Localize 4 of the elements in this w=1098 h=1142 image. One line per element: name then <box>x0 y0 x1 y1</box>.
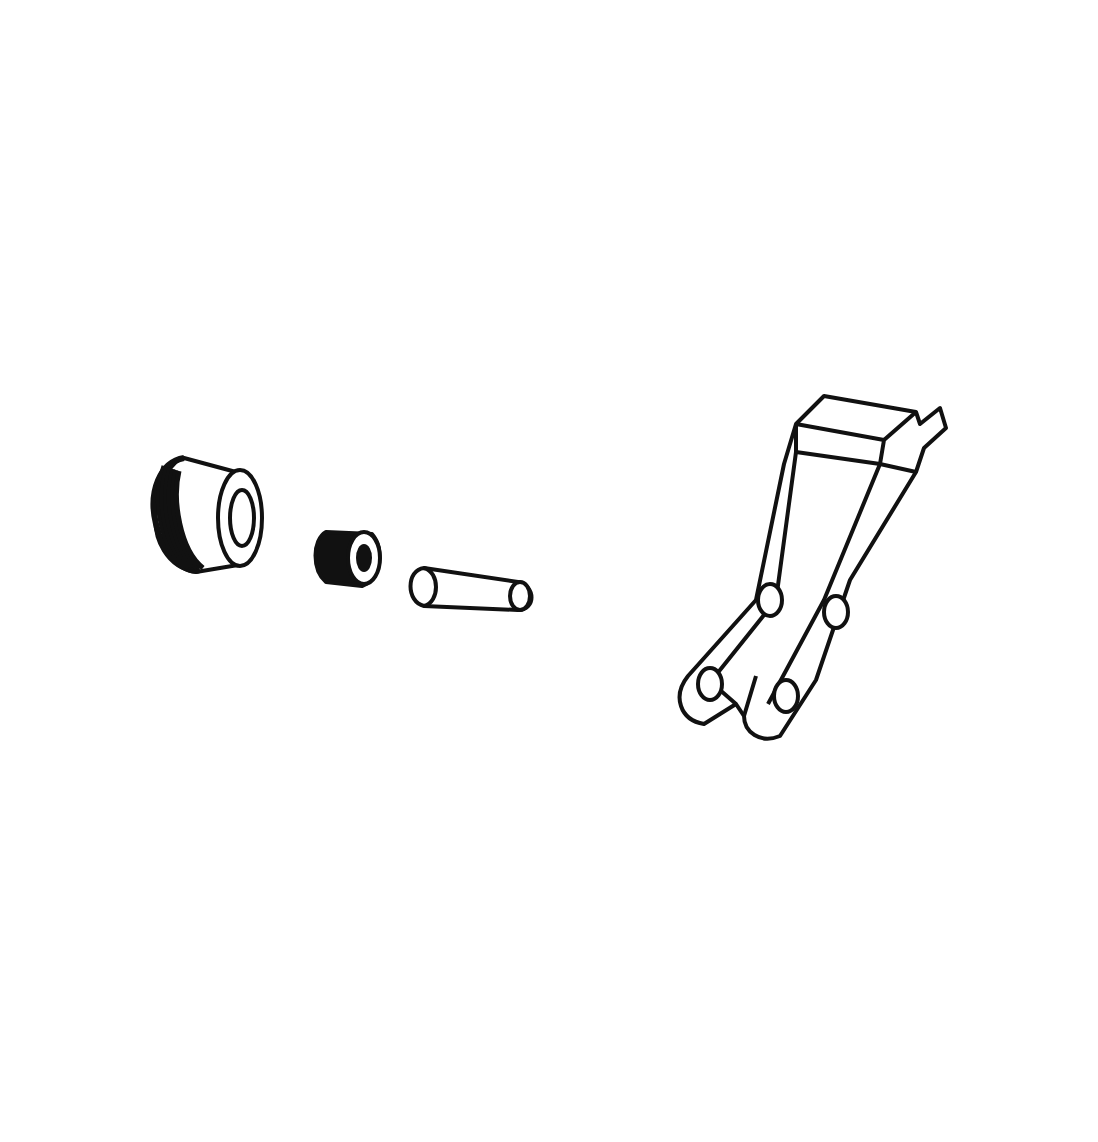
pin-drawing <box>408 566 534 612</box>
roller-drawing <box>150 455 264 574</box>
bushing-drawing <box>313 530 382 588</box>
bracket-drawing <box>677 394 948 741</box>
